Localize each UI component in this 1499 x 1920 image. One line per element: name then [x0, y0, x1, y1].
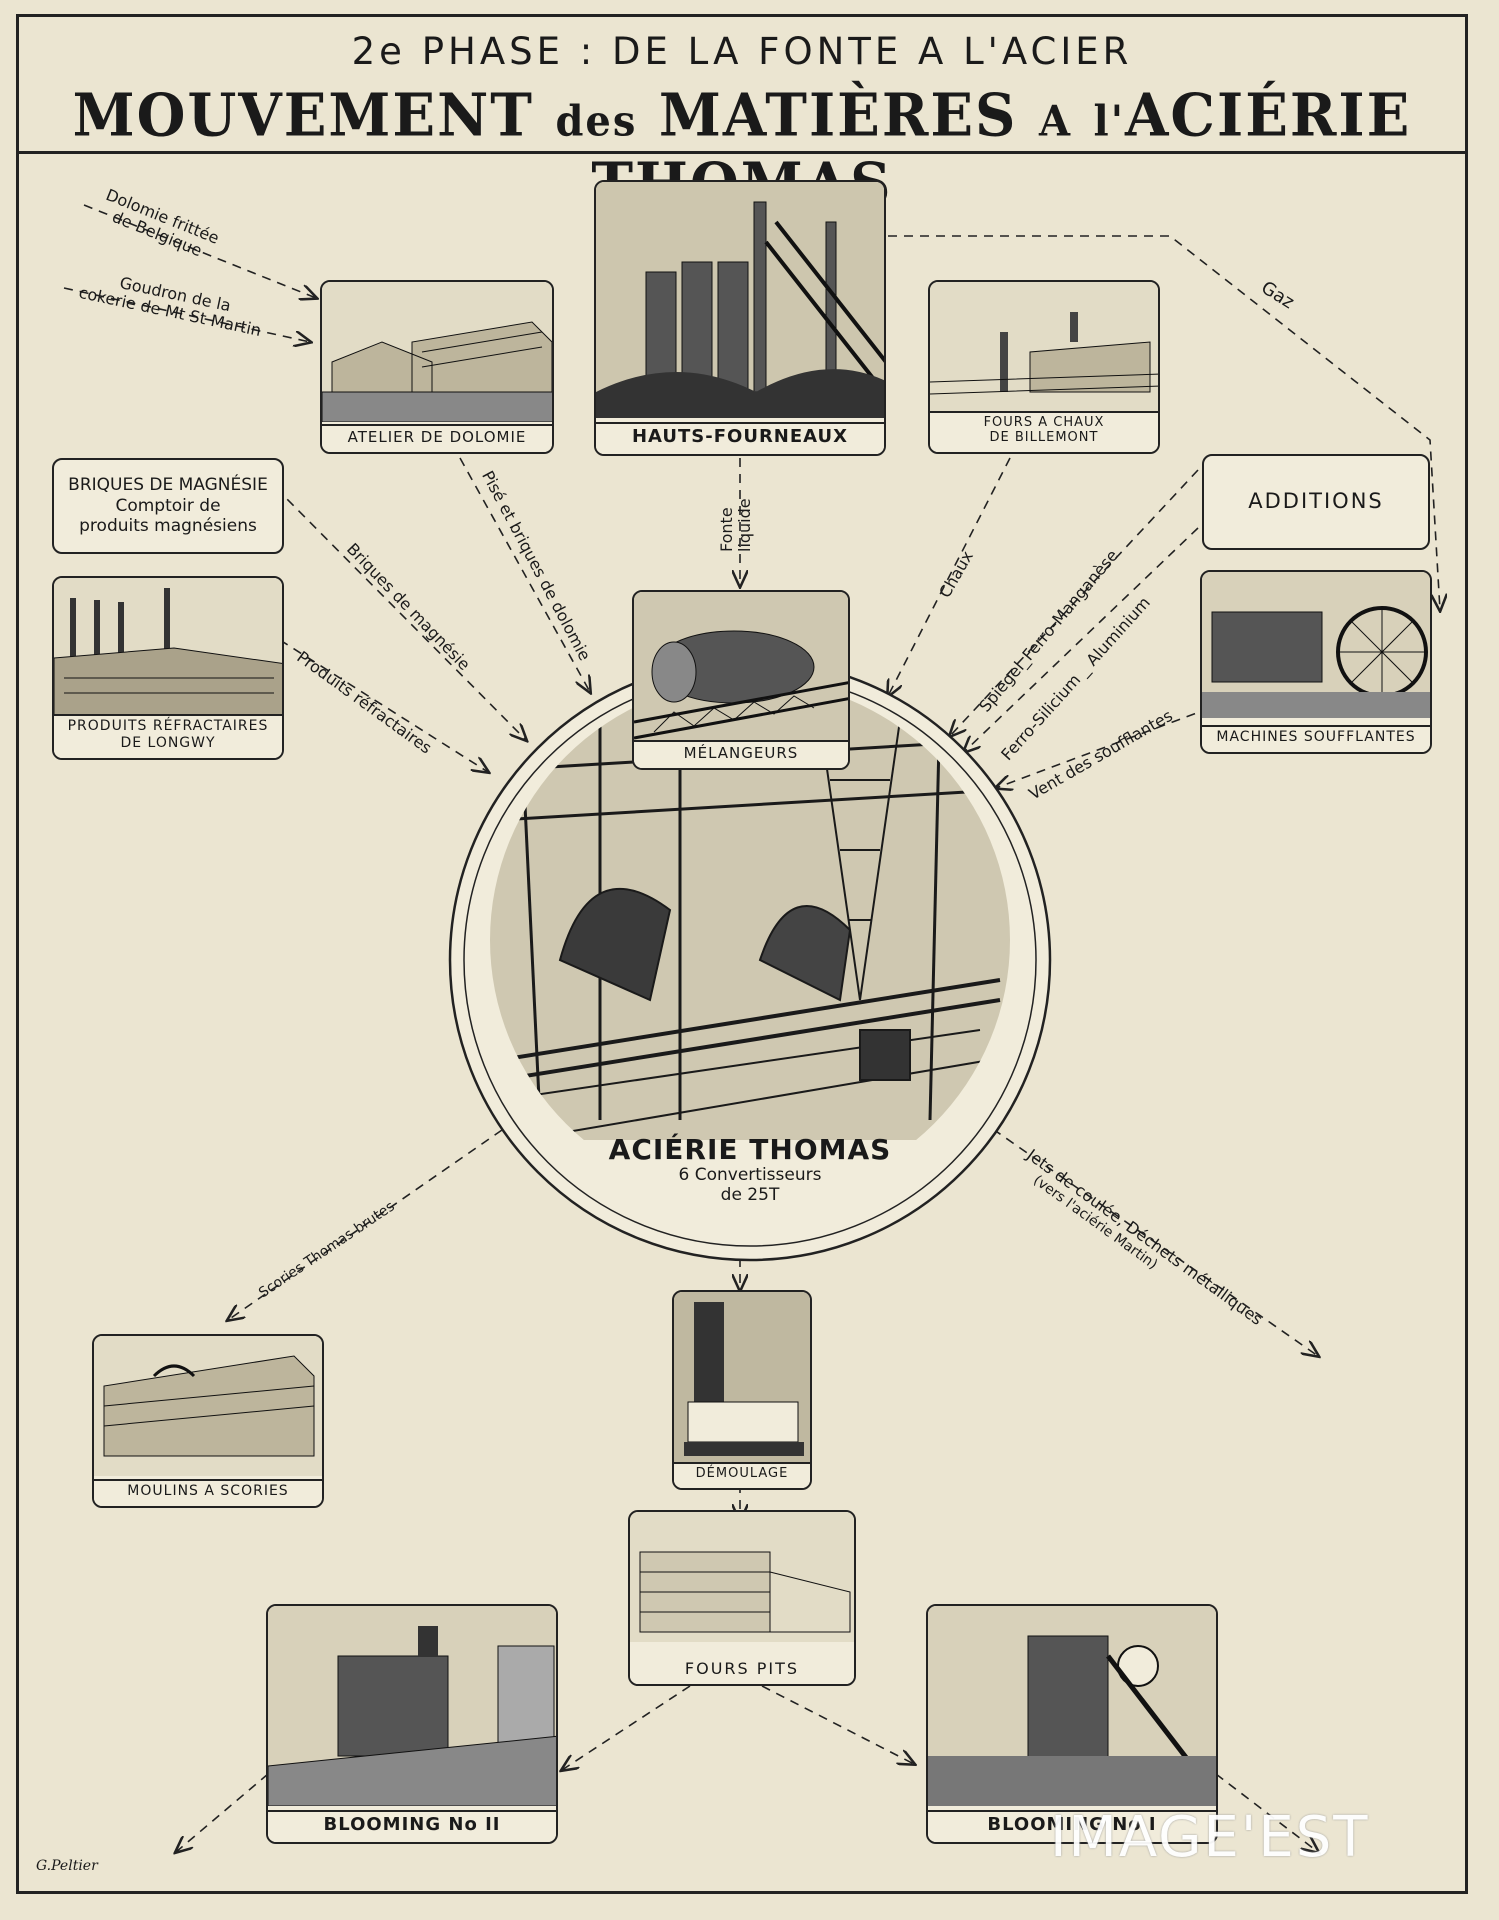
node-additions-label: ADDITIONS — [1248, 489, 1384, 514]
flow-label-fonte-line-1: Fonte — [717, 507, 736, 552]
machines-soufflantes-illustration — [1202, 572, 1430, 718]
diagram-frame — [16, 14, 1468, 1894]
atelier-dolomie-illustration — [322, 282, 552, 422]
acierie-subtitle-2: de 25T — [720, 1184, 780, 1205]
node-melangeurs: MÉLANGEURS — [632, 590, 850, 770]
node-melangeurs-label: MÉLANGEURS — [634, 740, 848, 768]
briques-magnesie-line-2: Comptoir de — [115, 495, 221, 516]
acierie-label: ACIÉRIE THOMAS 6 Convertisseurs de 25T — [470, 1133, 1030, 1205]
flow-line-scories — [228, 1129, 503, 1320]
flow-line-out-left — [176, 1773, 269, 1852]
flow-line-pise — [459, 457, 590, 692]
flow-label-fonte-line-2: liquide — [735, 498, 755, 552]
node-fours-pits: FOURS PITS — [628, 1510, 856, 1686]
flow-line-jets — [979, 1119, 1318, 1356]
node-blooming-1: BLOOMING No I — [926, 1604, 1218, 1844]
fours-chaux-illustration — [930, 282, 1158, 412]
blooming-2-illustration — [268, 1606, 556, 1806]
node-hauts-fourneaux-label: HAUTS-FOURNEAUX — [596, 422, 884, 454]
blooming-1-illustration — [928, 1606, 1216, 1806]
node-moulins-scories-label: MOULINS A SCORIES — [94, 1479, 322, 1506]
title-part-b: des — [555, 96, 638, 146]
produits-refractaires-illustration — [54, 578, 282, 718]
flow-line-goudron — [63, 287, 310, 342]
artist-signature: G.Peltier — [36, 1858, 98, 1874]
acierie-subtitle-1: 6 Convertisseurs — [678, 1165, 822, 1185]
node-moulins-scories: MOULINS A SCORIES — [92, 1334, 324, 1508]
flow-line-chaux — [888, 457, 1011, 696]
flow-line-out-right — [1215, 1773, 1318, 1852]
melangeurs-illustration — [634, 592, 848, 742]
demoulage-illustration — [674, 1292, 810, 1462]
node-machines-soufflantes: MACHINES SOUFFLANTES — [1200, 570, 1432, 754]
title-part-c: MATIÈRES — [658, 80, 1018, 150]
node-demoulage-label: DÉMOULAGE — [674, 1462, 810, 1488]
flow-line-spiegel — [950, 469, 1199, 736]
flow-line-ferro — [964, 527, 1199, 752]
node-blooming-1-label: BLOOMING No I — [928, 1810, 1216, 1842]
briques-magnesie-line-3: produits magnésiens — [79, 516, 257, 537]
watermark: IMAGE'EST — [1050, 1805, 1370, 1870]
node-atelier-dolomie: ATELIER DE DOLOMIE — [320, 280, 554, 454]
node-additions: ADDITIONS — [1202, 454, 1430, 550]
title-part-e: l' — [1093, 96, 1125, 146]
node-fours-pits-label: FOURS PITS — [630, 1656, 854, 1684]
hauts-fourneaux-illustration — [596, 182, 884, 418]
node-blooming-2: BLOOMING No II — [266, 1604, 558, 1844]
node-blooming-2-label: BLOOMING No II — [268, 1810, 556, 1842]
flow-line-vent — [996, 707, 1211, 788]
moulins-scories-illustration — [94, 1336, 322, 1476]
briques-magnesie-line-1: BRIQUES DE MAGNÉSIE — [68, 475, 268, 496]
node-machines-soufflantes-label: MACHINES SOUFFLANTES — [1202, 725, 1430, 752]
node-hauts-fourneaux: HAUTS-FOURNEAUX — [594, 180, 886, 456]
node-briques-magnesie: BRIQUES DE MAGNÉSIE Comptoir de produits… — [52, 458, 284, 554]
node-atelier-dolomie-label: ATELIER DE DOLOMIE — [322, 424, 552, 452]
title-part-d: A — [1038, 96, 1073, 146]
fours-pits-illustration — [630, 1512, 854, 1642]
node-demoulage: DÉMOULAGE — [672, 1290, 812, 1490]
diagram-subtitle: 2e PHASE : DE LA FONTE A L'ACIER — [351, 30, 1133, 73]
flow-label-fonte: Fonte liquide — [717, 498, 755, 552]
flow-line-blooming1 — [761, 1685, 914, 1764]
acierie-title: ACIÉRIE THOMAS — [608, 1133, 892, 1166]
flow-line-briques — [275, 487, 526, 740]
flow-line-dolomie — [83, 204, 316, 298]
title-part-a: MOUVEMENT — [72, 80, 534, 150]
